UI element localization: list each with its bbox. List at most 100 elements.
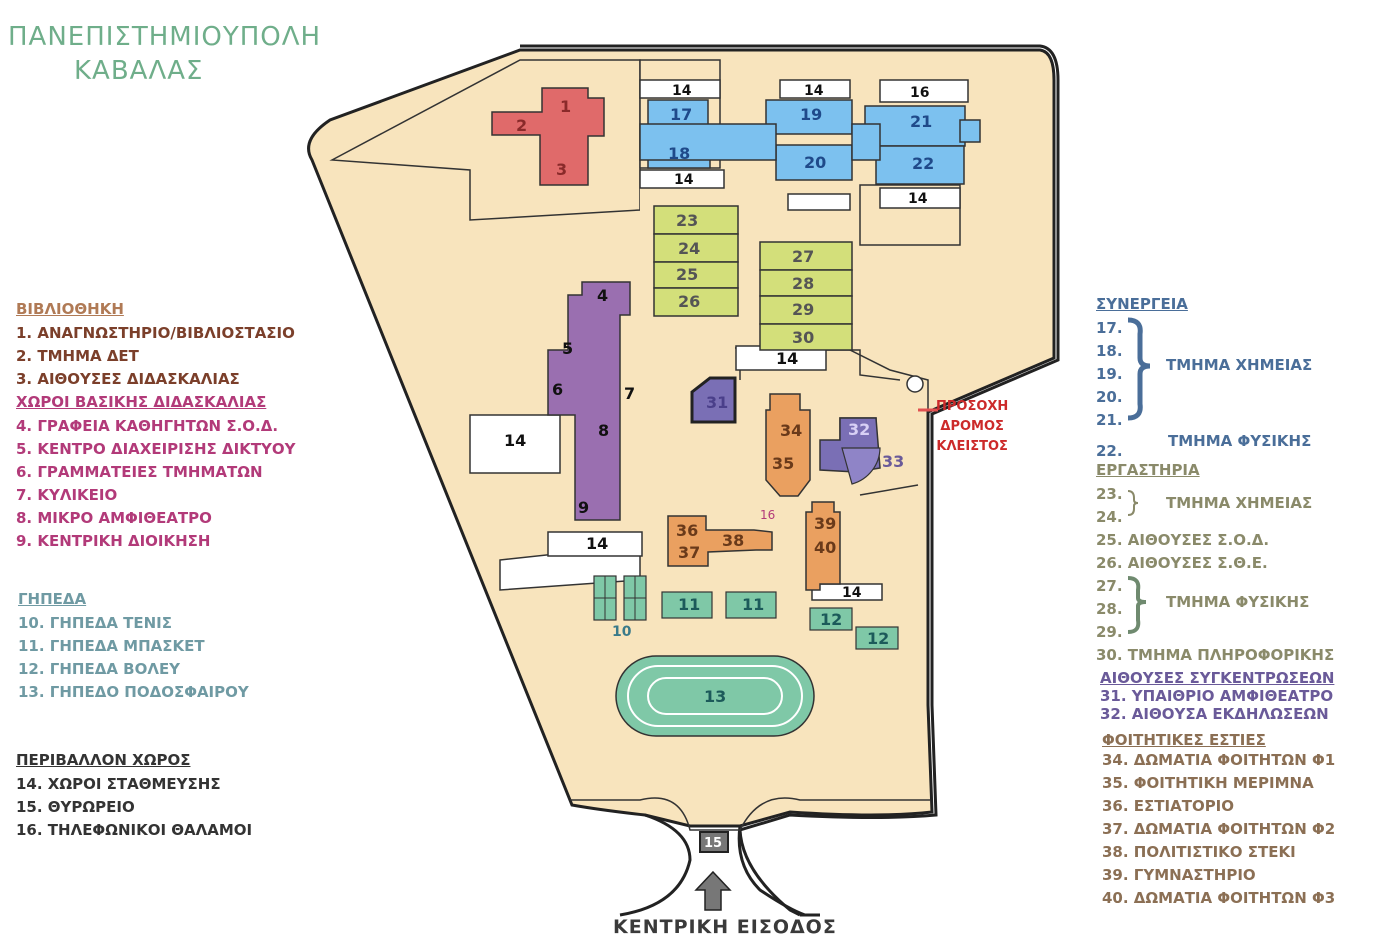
synergeia-group-label: ΤΜΗΜΑ ΧΗΜΕΙΑΣ <box>1166 356 1313 374</box>
label-29: 29 <box>792 300 814 319</box>
legend-library-heading: ΒΙΒΛΙΟΘΗΚΗ <box>16 300 124 318</box>
legend-item: 14. ΧΩΡΟΙ ΣΤΑΘΜΕΥΣΗΣ <box>16 775 221 793</box>
legend-number: 19. <box>1096 365 1123 383</box>
label-19: 19 <box>800 105 822 124</box>
legend-item: 36. ΕΣΤΙΑΤΟΡΙΟ <box>1102 797 1235 815</box>
label-3: 3 <box>556 160 567 179</box>
label-11b: 11 <box>742 595 764 614</box>
label-34: 34 <box>780 421 802 440</box>
label-36: 36 <box>676 521 698 540</box>
workshops <box>639 99 981 185</box>
legend-number: 20. <box>1096 388 1123 406</box>
label-38: 38 <box>722 531 744 550</box>
warning-line3: ΚΛΕΙΣΤΟΣ <box>936 439 1008 454</box>
legend-item: 2. ΤΜΗΜΑ ΔΕΤ <box>16 347 139 365</box>
legend-synergeia-heading: ΣΥΝΕΡΓΕΙΑ <box>1096 295 1188 313</box>
label-32: 32 <box>848 420 870 439</box>
building-library <box>491 87 605 186</box>
label-5: 5 <box>562 339 573 358</box>
legend-courts: ΓΗΠΕΔΑ 10. ΓΗΠΕΔΑ ΤΕΝΙΣ 11. ΓΗΠΕΔΑ ΜΠΑΣΚ… <box>18 590 249 704</box>
label-24: 24 <box>678 239 700 258</box>
legend-environment: ΠΕΡΙΒΑΛΛΟΝ ΧΩΡΟΣ 14. ΧΩΡΟΙ ΣΤΑΘΜΕΥΣΗΣ 15… <box>16 751 252 842</box>
label-30: 30 <box>792 328 814 347</box>
label-20: 20 <box>804 153 826 172</box>
label-9: 9 <box>578 498 589 517</box>
legend-item: 25. ΑΙΘΟΥΣΕΣ Σ.Ο.Δ. <box>1096 531 1270 549</box>
label-18: 18 <box>668 144 690 163</box>
label-7: 7 <box>624 384 635 403</box>
label-2: 2 <box>516 116 527 135</box>
legend-item: 12. ΓΗΠΕΔΑ ΒΟΛΕΥ <box>18 660 181 678</box>
label-1: 1 <box>560 97 571 116</box>
legend-labs-heading: ΕΡΓΑΣΤΗΡΙΑ <box>1096 461 1200 479</box>
legend-courts-heading: ΓΗΠΕΔΑ <box>18 590 87 608</box>
legend-number: 18. <box>1096 342 1123 360</box>
legend-item: 15. ΘΥΡΩΡΕΙΟ <box>16 798 135 816</box>
legend-dorms-heading: ΦΟΙΤΗΤΙΚΕΣ ΕΣΤΙΕΣ <box>1102 731 1266 749</box>
label-12b: 12 <box>867 629 889 648</box>
closed-road-warning: ΠΡΟΣΟΧΗ ΔΡΟΜΟΣ ΚΛΕΙΣΤΟΣ <box>936 397 1008 457</box>
legend-number: 22. <box>1096 442 1123 460</box>
legend-synergeia: ΣΥΝΕΡΓΕΙΑ 17. 18. 19. 20. 21. 22. <box>1096 295 1188 463</box>
label-14-top-a: 14 <box>672 83 692 99</box>
entrance-label: ΚΕΝΤΡΙΚΗ ΕΙΣΟΔΟΣ <box>613 916 837 938</box>
legend-conference: ΑΙΘΟΥΣΕΣ ΣΥΓΚΕΝΤΡΩΣΕΩΝ 31. ΥΠΑΙΘΡΙΟ ΑΜΦΙ… <box>1100 669 1334 723</box>
label-14-top-b: 14 <box>674 172 694 188</box>
legend-item: 35. ΦΟΙΤΗΤΙΚΗ ΜΕΡΙΜΝΑ <box>1102 774 1314 792</box>
map-title-line1: ΠΑΝΕΠΙΣΤΗΜΙΟΥΠΟΛΗ <box>8 22 322 52</box>
legend-item: 40. ΔΩΜΑΤΙΑ ΦΟΙΤΗΤΩΝ Φ3 <box>1102 889 1336 907</box>
label-39: 39 <box>814 514 836 533</box>
legend-item: 34. ΔΩΜΑΤΙΑ ΦΟΙΤΗΤΩΝ Φ1 <box>1102 751 1336 769</box>
warning-line2: ΔΡΟΜΟΣ <box>940 419 1004 434</box>
brace-labs-a <box>1127 490 1139 516</box>
label-27: 27 <box>792 247 814 266</box>
legend-number: 24. <box>1096 508 1123 526</box>
label-16-top: 16 <box>910 85 929 101</box>
entrance-road <box>619 813 806 917</box>
label-8: 8 <box>598 421 609 440</box>
brace-synergeia <box>1127 317 1151 421</box>
legend-number: 28. <box>1096 600 1123 618</box>
label-10: 10 <box>612 624 632 640</box>
legend-item: 3. ΑΙΘΟΥΣΕΣ ΔΙΔΑΣΚΑΛΙΑΣ <box>16 370 240 388</box>
legend-item: 38. ΠΟΛΙΤΙΣΤΙΚΟ ΣΤΕΚΙ <box>1102 843 1296 861</box>
labs-group-a-label: ΤΜΗΜΑ ΧΗΜΕΙΑΣ <box>1166 494 1313 512</box>
label-16-mid: 16 <box>760 508 775 522</box>
label-21: 21 <box>910 112 932 131</box>
label-33: 33 <box>882 452 904 471</box>
legend-item: 31. ΥΠΑΙΘΡΙΟ ΑΜΦΙΘΕΑΤΡΟ <box>1100 687 1334 705</box>
legend-library: ΒΙΒΛΙΟΘΗΚΗ 1. ΑΝΑΓΝΩΣΤΗΡΙΟ/ΒΙΒΛΙΟΣΤΑΣΙΟ … <box>16 300 295 391</box>
legend-item: 16. ΤΗΛΕΦΩΝΙΚΟΙ ΘΑΛΑΜΟΙ <box>16 821 253 839</box>
label-4: 4 <box>597 286 608 305</box>
label-23: 23 <box>676 211 698 230</box>
label-31: 31 <box>706 393 728 412</box>
legend-dorms: ΦΟΙΤΗΤΙΚΕΣ ΕΣΤΙΕΣ 34. ΔΩΜΑΤΙΑ ΦΟΙΤΗΤΩΝ Φ… <box>1102 731 1335 910</box>
map-title-line2: ΚΑΒΑΛΑΣ <box>74 56 204 86</box>
legend-item: 26. ΑΙΘΟΥΣΕΣ Σ.Θ.Ε. <box>1096 554 1268 572</box>
label-40: 40 <box>814 538 836 557</box>
label-22: 22 <box>912 154 934 173</box>
legend-item: 32. ΑΙΘΟΥΣΑ ΕΚΔΗΛΩΣΕΩΝ <box>1100 705 1329 723</box>
legend-number: 17. <box>1096 319 1123 337</box>
legend-item: 4. ΓΡΑΦΕΙΑ ΚΑΘΗΓΗΤΩΝ Σ.Ο.Δ. <box>16 417 279 435</box>
entrance-arrow-icon <box>694 870 732 911</box>
label-14-bottom: 14 <box>586 534 608 553</box>
brace-labs-b <box>1127 576 1147 634</box>
label-26: 26 <box>678 292 700 311</box>
label-37: 37 <box>678 543 700 562</box>
dorms <box>667 393 841 591</box>
label-14-dorm: 14 <box>842 585 862 601</box>
legend-item: 7. ΚΥΛΙΚΕΙΟ <box>16 486 118 504</box>
legend-item: 37. ΔΩΜΑΤΙΑ ΦΟΙΤΗΤΩΝ Φ2 <box>1102 820 1336 838</box>
label-35: 35 <box>772 454 794 473</box>
label-25: 25 <box>676 265 698 284</box>
building-15 <box>699 831 729 853</box>
label-13: 13 <box>704 687 726 706</box>
legend-item: 9. ΚΕΝΤΡΙΚΗ ΔΙΟΙΚΗΣΗ <box>16 532 211 550</box>
legend-number: 23. <box>1096 485 1123 503</box>
legend-basic-teaching: ΧΩΡΟΙ ΒΑΣΙΚΗΣ ΔΙΔΑΣΚΑΛΙΑΣ 4. ΓΡΑΦΕΙΑ ΚΑΘ… <box>16 393 296 553</box>
label-14-top-d: 14 <box>908 191 928 207</box>
label-14-left: 14 <box>504 431 526 450</box>
football-track-lane <box>627 665 803 727</box>
